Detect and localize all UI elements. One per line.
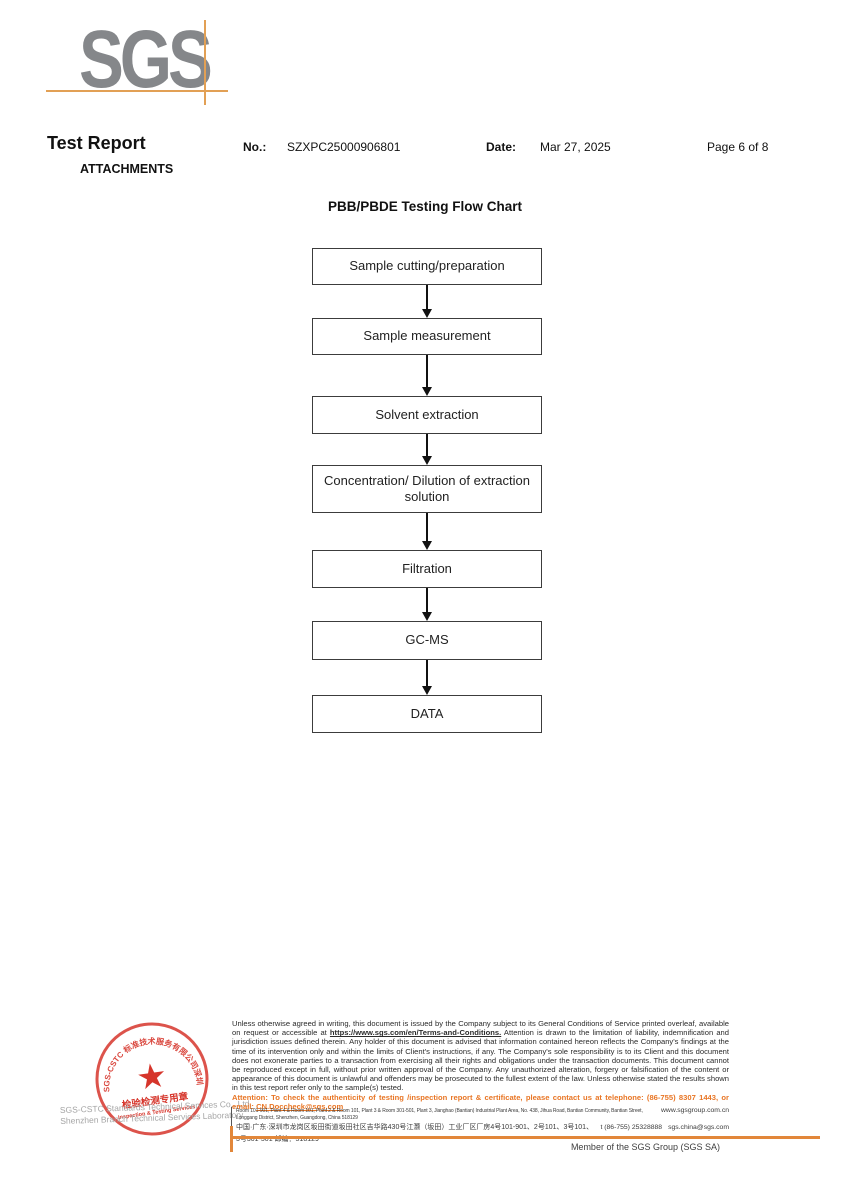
footer-orange-tick <box>230 1126 233 1152</box>
logo-underline <box>46 90 228 92</box>
terms-and-conditions-link[interactable]: https://www.sgs.com/en/Terms-and-Conditi… <box>329 1028 502 1038</box>
flow-step-gcms: GC-MS <box>312 621 542 660</box>
flowchart-title: PBB/PBDE Testing Flow Chart <box>327 199 522 214</box>
legal-text-part2: Attention is drawn to the limitation of … <box>232 1028 729 1093</box>
footer-orange-rule <box>231 1136 820 1139</box>
report-no-label: No.: <box>243 140 267 154</box>
inspection-stamp: SGS-CSTC 标准技术服务有限公司深圳分公司 ★ 检验检测专用章 Inspe… <box>80 1005 218 1145</box>
flow-step-concentration-dilution: Concentration/ Dilution of extraction so… <box>312 465 542 513</box>
legal-text-part1: Unless otherwise agreed in writing, this… <box>232 1019 729 1038</box>
attention-text: Attention: To check the authenticity of … <box>232 1092 729 1111</box>
flow-step-data: DATA <box>312 695 542 733</box>
report-date-label: Date: <box>486 140 517 154</box>
report-no-value: SZXPC25000906801 <box>287 140 401 154</box>
flow-arrow-icon <box>421 588 433 621</box>
flow-step-sample-cutting: Sample cutting/preparation <box>312 248 542 285</box>
flow-step-solvent-extraction: Solvent extraction <box>312 396 542 434</box>
flowchart: Sample cutting/preparation Sample measur… <box>312 248 542 738</box>
flow-arrow-icon <box>421 355 433 396</box>
sgs-email-link[interactable]: sgs.china@sgs.com <box>668 1124 729 1131</box>
flow-step-sample-measurement: Sample measurement <box>312 318 542 355</box>
address-row-cn: 中国·广东·深圳市龙岗区坂田街道坂田社区吉华路430号江灏（坂田）工业厂区厂房4… <box>236 1122 729 1146</box>
attention-note: Attention: To check the authenticity of … <box>232 1093 729 1111</box>
phone-number: t (86-755) 25328888 <box>600 1124 663 1131</box>
address-english: Room 101-901, Plant 4 & Room 101, Plant … <box>236 1108 643 1121</box>
sgs-logo: SGS <box>79 14 213 105</box>
logo-vertical-line <box>204 20 206 105</box>
flow-arrow-icon <box>421 513 433 550</box>
flow-arrow-icon <box>421 285 433 318</box>
legal-disclaimer: Unless otherwise agreed in writing, this… <box>232 1019 729 1111</box>
sgs-group-member-note: Member of the SGS Group (SGS SA) <box>570 1142 720 1152</box>
star-icon: ★ <box>134 1056 169 1098</box>
report-date-value: Mar 27, 2025 <box>540 140 611 154</box>
stamp-graphic: SGS-CSTC 标准技术服务有限公司深圳分公司 ★ 检验检测专用章 Inspe… <box>80 1005 209 1136</box>
flow-step-filtration: Filtration <box>312 550 542 588</box>
attachments-label: ATTACHMENTS <box>80 162 174 176</box>
flow-arrow-icon <box>421 660 433 695</box>
address-chinese: 中国·广东·深圳市龙岗区坂田街道坂田社区吉华路430号江灏（坂田）工业厂区厂房4… <box>236 1124 594 1143</box>
sgs-website-link[interactable]: www.sgsgroup.com.cn <box>661 1107 729 1114</box>
page-number: Page 6 of 8 <box>707 140 769 154</box>
flow-arrow-icon <box>421 434 433 465</box>
address-block: Room 101-901, Plant 4 & Room 101, Plant … <box>236 1107 729 1146</box>
doccheck-email-link[interactable]: CN.Doccheck@sgs.com <box>256 1101 344 1111</box>
address-row-en: Room 101-901, Plant 4 & Room 101, Plant … <box>236 1107 729 1122</box>
report-title: Test Report <box>47 133 146 153</box>
address-separator-line <box>231 1107 232 1128</box>
